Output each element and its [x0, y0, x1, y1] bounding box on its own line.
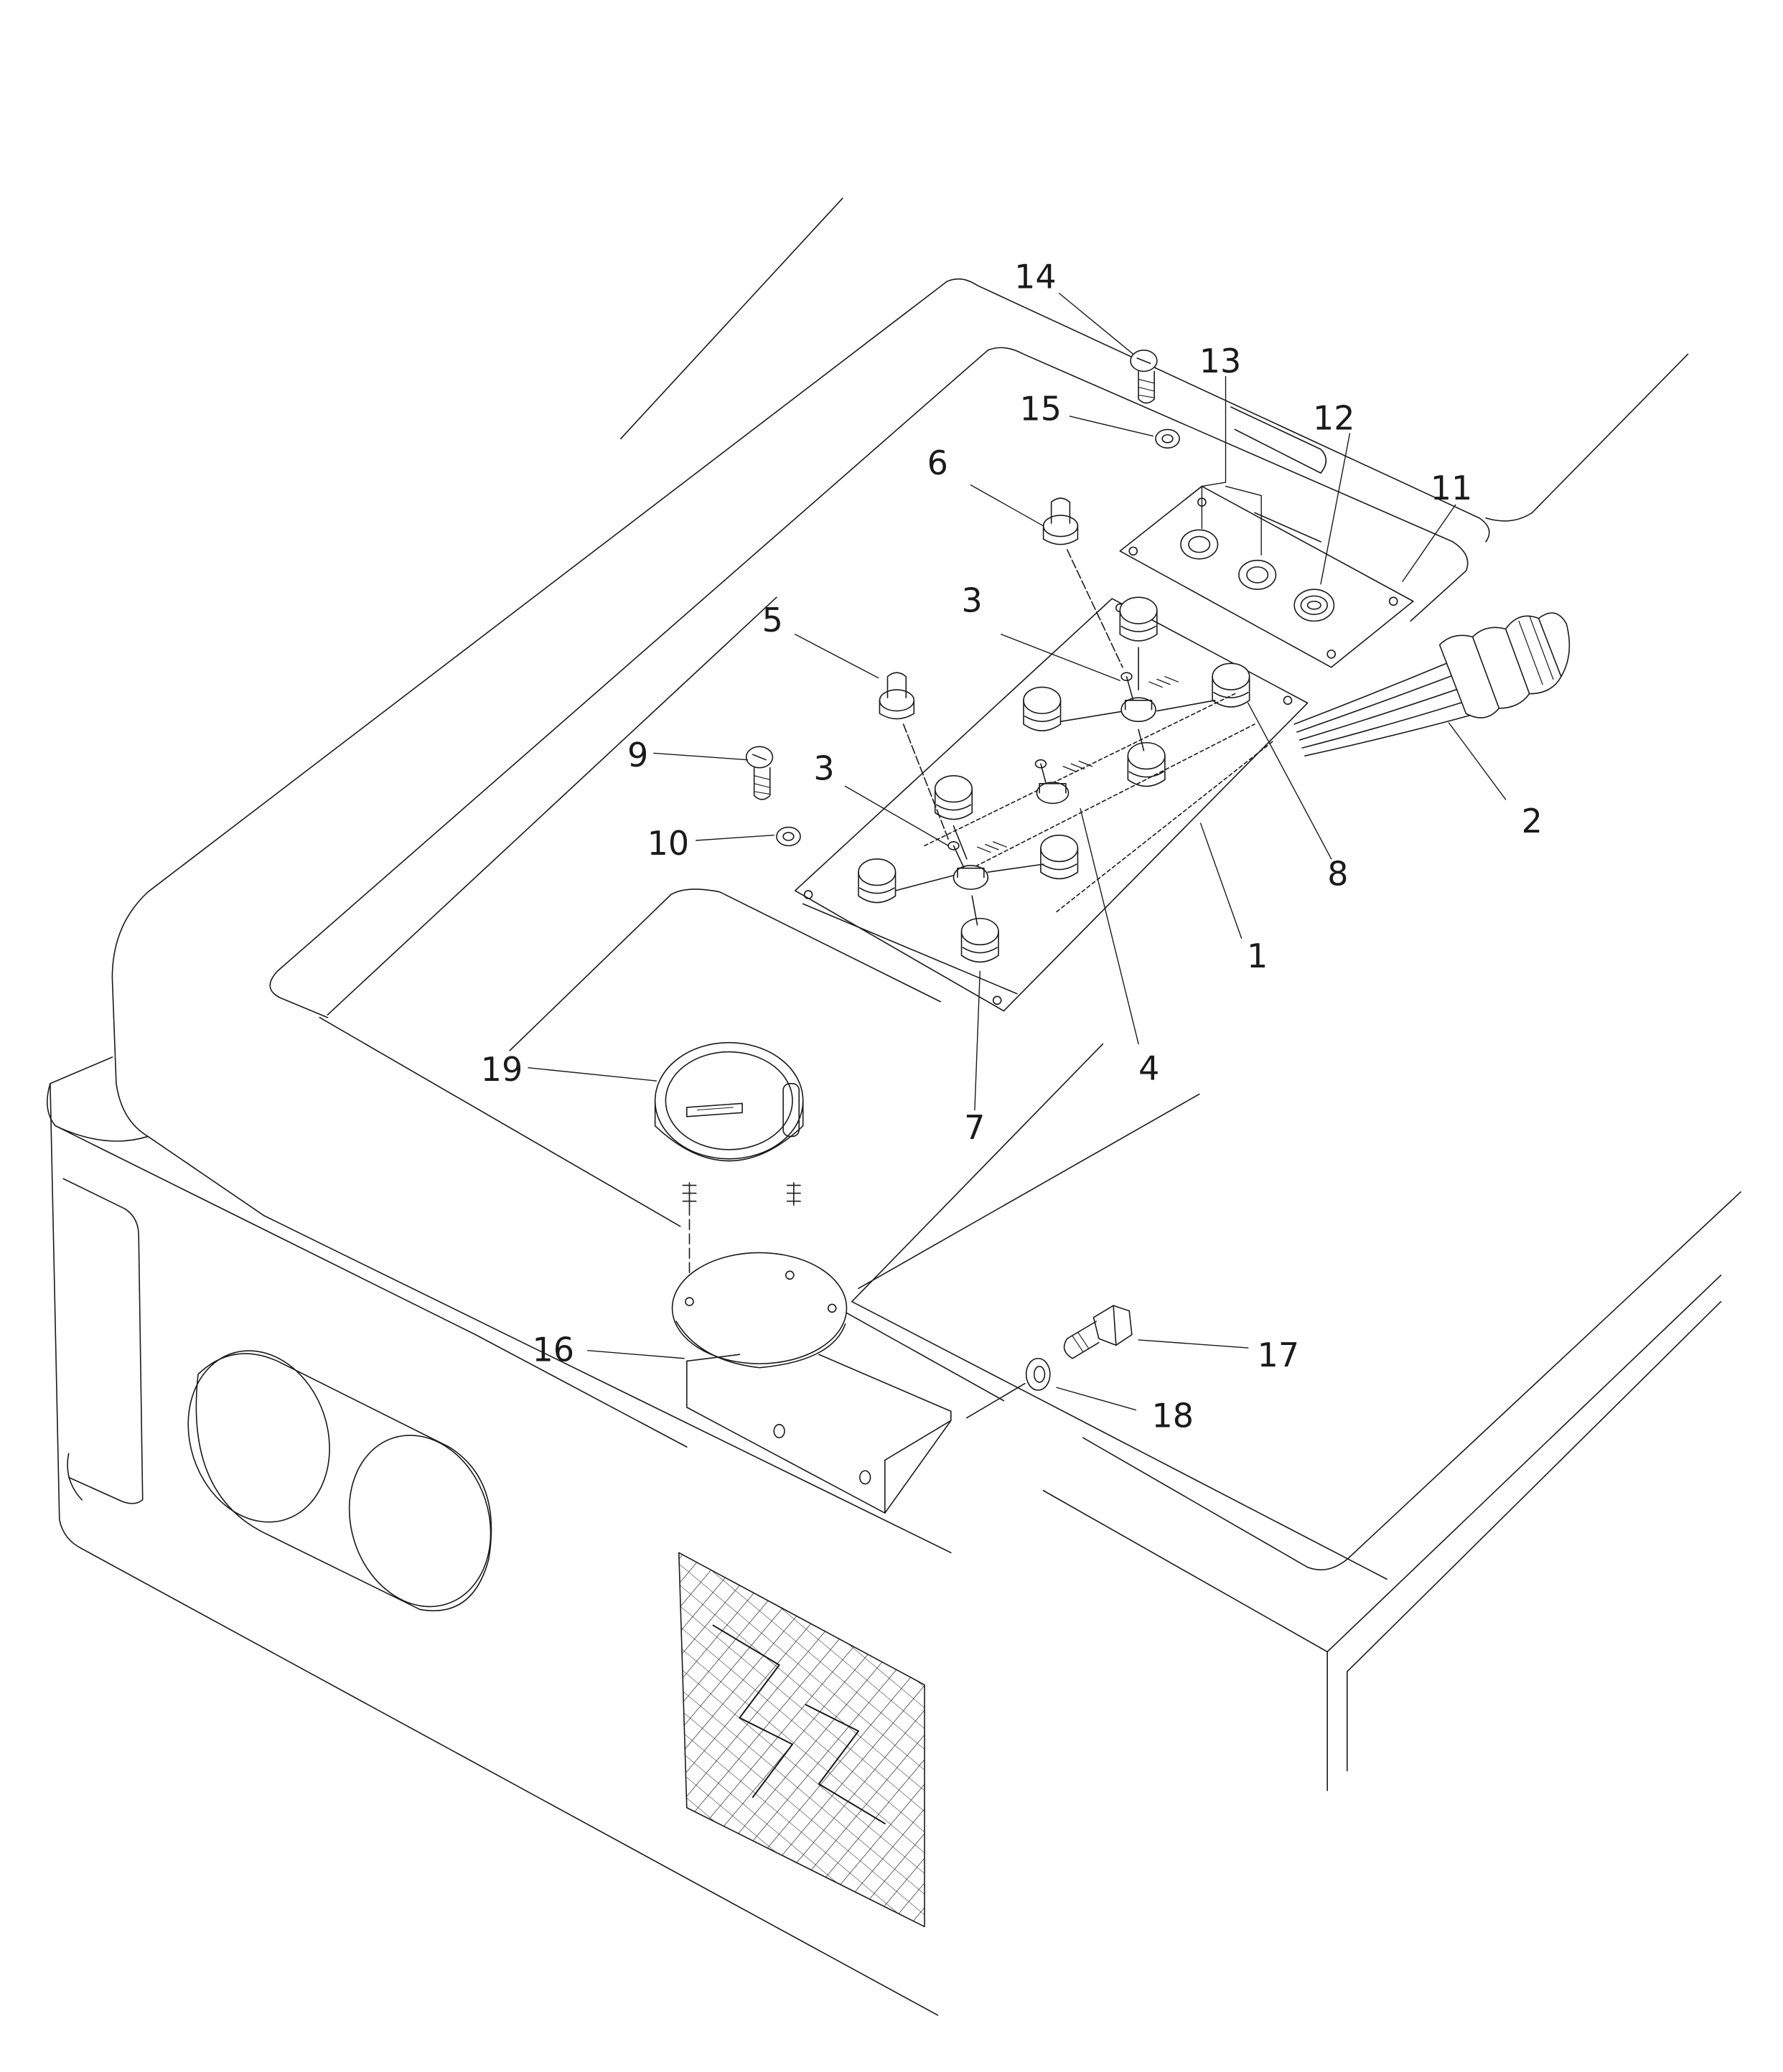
- lamp-knob-7: [962, 919, 999, 962]
- lamp-knob: [1024, 687, 1061, 731]
- callout-7: 7: [964, 1108, 985, 1147]
- washer-15: [1156, 429, 1179, 448]
- bolt-17: [1064, 1305, 1132, 1359]
- gauge-19: [655, 1043, 803, 1302]
- callout-3-upper: 3: [962, 581, 983, 619]
- switch-panel: [795, 599, 1308, 1011]
- callout-3-lower: 3: [813, 749, 834, 787]
- callout-5: 5: [762, 601, 783, 639]
- callout-19: 19: [481, 1050, 523, 1089]
- callout-6: 6: [927, 444, 948, 482]
- callout-15: 15: [1019, 389, 1062, 428]
- lamp-knob: [1041, 835, 1078, 879]
- upper-panel: [1120, 407, 1413, 667]
- callout-2: 2: [1522, 802, 1543, 840]
- indicator-lamps: [858, 597, 1250, 962]
- callout-8: 8: [1327, 855, 1348, 894]
- lamp-knob: [935, 776, 973, 820]
- toggle-switch-lower: [948, 842, 1006, 889]
- screw-9: [747, 746, 773, 800]
- headlight-housing: [167, 1332, 513, 1625]
- grille-mesh: [679, 1552, 925, 1926]
- wiring-harness: [1294, 613, 1569, 756]
- knob-5: [879, 672, 948, 839]
- lamp-knob: [858, 859, 896, 903]
- callout-16: 16: [533, 1330, 575, 1369]
- lamp-knob: [1128, 743, 1165, 787]
- callout-17: 17: [1258, 1336, 1300, 1374]
- toggle-switch-upper: [1121, 672, 1178, 721]
- callout-18: 18: [1151, 1396, 1194, 1435]
- callout-14: 14: [1014, 257, 1057, 296]
- callout-13: 13: [1199, 342, 1242, 380]
- toggle-switch-4: [1036, 760, 1092, 804]
- callout-labels: 1 2 3 3 4 5 6 7 8 9 10 11 12 13 14 15 16…: [481, 257, 1543, 1435]
- screw-14: [1131, 350, 1157, 403]
- housing-outline: [47, 198, 1741, 2015]
- callout-10: 10: [647, 824, 690, 863]
- callout-4: 4: [1138, 1049, 1159, 1087]
- mount-plate-16: [673, 1252, 951, 1513]
- panel-wiring: [896, 647, 1215, 925]
- washer-10: [777, 828, 800, 846]
- leader-lines: [528, 294, 1506, 1410]
- callout-1: 1: [1247, 937, 1268, 975]
- washer-18: [967, 1359, 1050, 1418]
- callout-9: 9: [627, 736, 648, 774]
- callout-11: 11: [1431, 469, 1473, 507]
- callout-12: 12: [1313, 398, 1355, 437]
- lamp-knob: [1120, 597, 1157, 641]
